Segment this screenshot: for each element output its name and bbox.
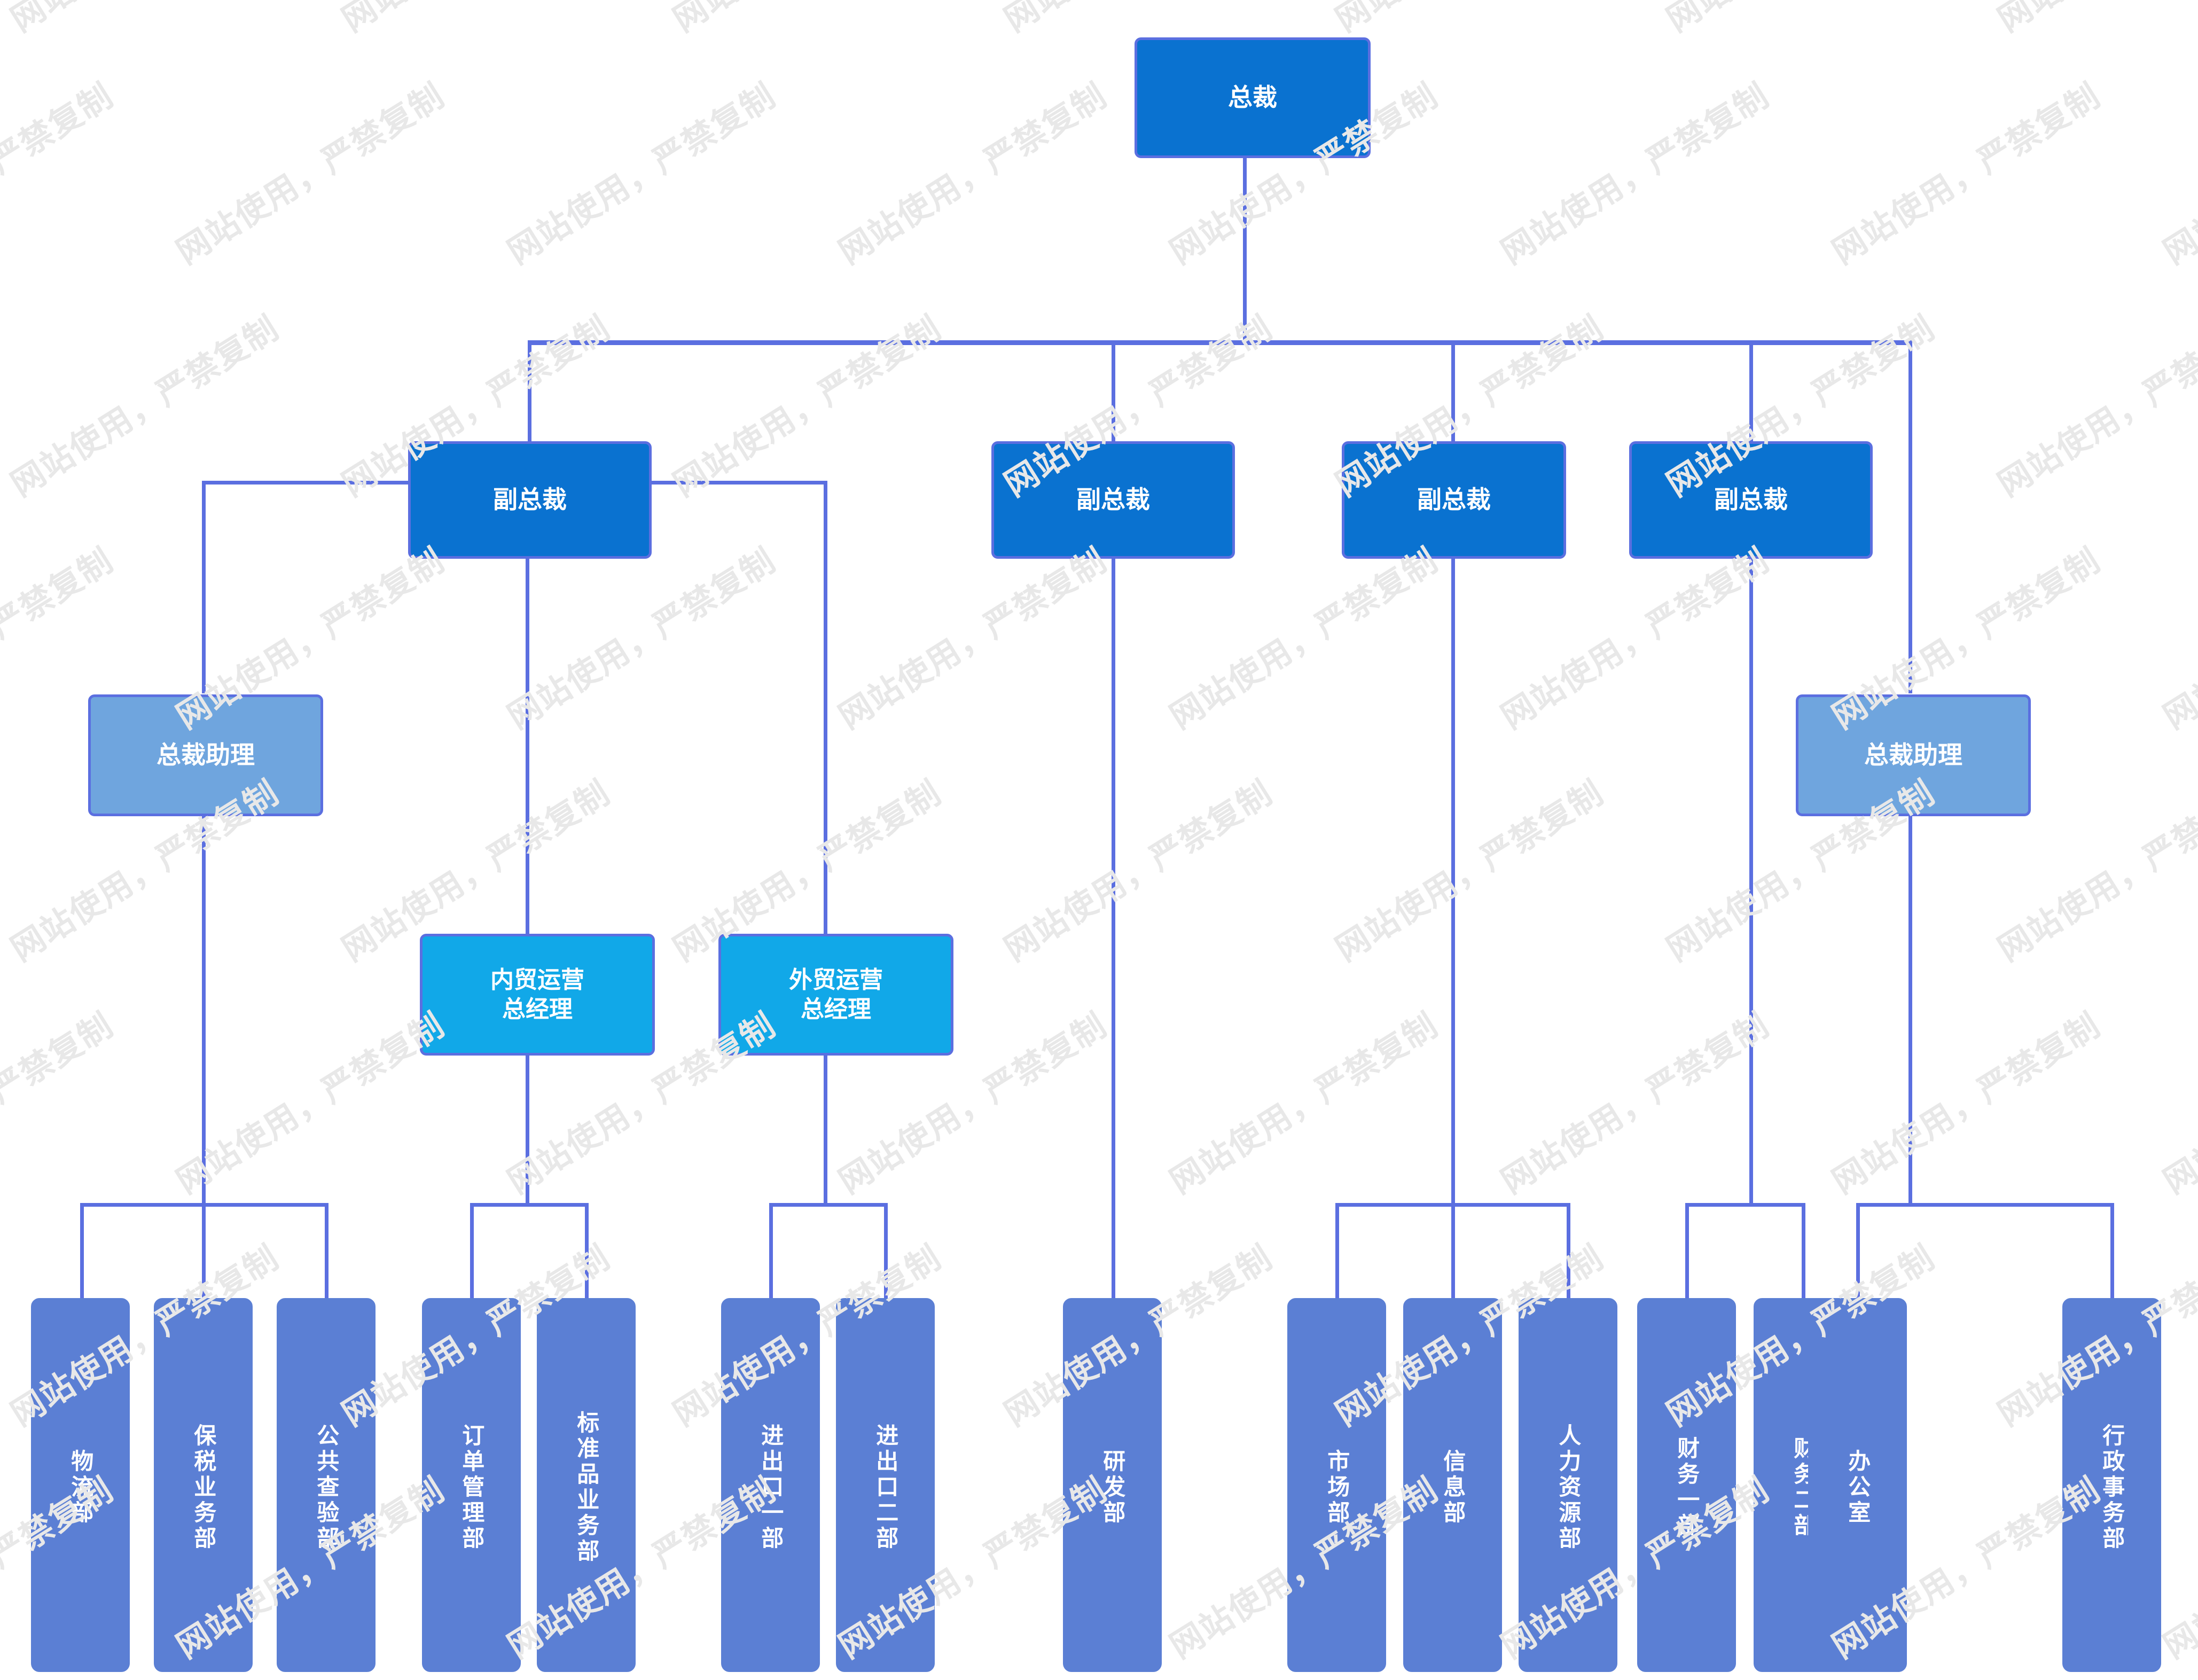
wire-group6-bar (1856, 1203, 2114, 1207)
node-vice-president-3-label: 副总裁 (1417, 486, 1491, 514)
wire-vp4-stem (1749, 559, 1753, 1205)
wire-gm2-stem (824, 1055, 827, 1205)
department-box-information[interactable]: 信息部 (1403, 1298, 1502, 1672)
department-label: 财务一部 (1674, 1436, 1700, 1539)
node-general-manager-domestic-line2: 总经理 (502, 996, 573, 1022)
wire-dept-drop-9 (1335, 1203, 1339, 1301)
wire-vp1-stem (526, 559, 529, 1205)
department-box-research-development[interactable]: 研发部 (1063, 1298, 1162, 1672)
wire-root-stem (1243, 158, 1247, 343)
node-president-assistant-right-label: 总裁助理 (1864, 741, 1962, 769)
department-label: 公共查验部 (314, 1424, 339, 1552)
wire-dept-drop-15 (2110, 1203, 2114, 1301)
department-label: 订单管理部 (459, 1424, 484, 1552)
node-vice-president-1-label: 副总裁 (493, 486, 567, 514)
node-vice-president-2-label: 副总裁 (1076, 486, 1150, 514)
wire-main-bus (528, 340, 1912, 345)
department-label: 保税业务部 (191, 1424, 216, 1552)
wire-group3-bar (769, 1203, 888, 1207)
wire-vp3-stem (1451, 559, 1455, 1205)
wire-dept-drop-1 (80, 1203, 84, 1301)
department-label: 市场部 (1324, 1449, 1350, 1526)
department-label: 办公室 (1845, 1449, 1871, 1526)
node-president-label: 总裁 (1228, 83, 1277, 112)
node-general-manager-domestic[interactable]: 内贸运营 总经理 (420, 934, 655, 1056)
wire-dept-drop-13 (1802, 1203, 1805, 1301)
node-president-assistant-left-label: 总裁助理 (157, 741, 255, 769)
wire-dept-drop-11 (1567, 1203, 1570, 1301)
node-vice-president-4-label: 副总裁 (1714, 486, 1788, 514)
node-vice-president-3[interactable]: 副总裁 (1342, 441, 1566, 559)
department-box-office[interactable]: 办公室 (1808, 1298, 1907, 1672)
node-president[interactable]: 总裁 (1135, 37, 1371, 158)
wire-group2-bar (470, 1203, 589, 1207)
department-label: 标准品业务部 (574, 1411, 599, 1565)
department-box-order-management[interactable]: 订单管理部 (422, 1298, 521, 1672)
wire-assistant-right-stem (1908, 816, 1912, 1205)
wire-bus-to-vp-3 (1451, 340, 1455, 441)
node-general-manager-foreign-line1: 外贸运营 (789, 967, 883, 993)
wire-assistant-left-stem (202, 816, 206, 1205)
node-general-manager-foreign-line2: 总经理 (801, 996, 871, 1022)
wire-vp1-right-drop (824, 481, 827, 936)
department-box-finance-1[interactable]: 财务一部 (1637, 1298, 1736, 1672)
wire-vp2-stem (1112, 559, 1115, 1301)
department-box-import-export-2[interactable]: 进出口二部 (836, 1298, 935, 1672)
wire-dept-drop-3 (325, 1203, 328, 1301)
department-label: 人力资源部 (1555, 1424, 1581, 1552)
node-vice-president-4[interactable]: 副总裁 (1629, 441, 1873, 559)
node-general-manager-foreign[interactable]: 外贸运营 总经理 (718, 934, 953, 1056)
wire-group5-bar (1685, 1203, 1805, 1207)
wire-dept-drop-12 (1685, 1203, 1689, 1301)
wire-dept-drop-4 (470, 1203, 474, 1301)
wire-dept-drop-5 (585, 1203, 589, 1301)
wire-bus-to-vp-2 (1112, 340, 1115, 441)
wire-bus-to-vp-4 (1749, 340, 1753, 441)
wire-dept-drop-10 (1451, 1203, 1455, 1301)
wire-dept-drop-6 (769, 1203, 773, 1301)
department-label: 信息部 (1440, 1449, 1466, 1526)
wire-bus-to-vp-1 (528, 340, 531, 441)
node-president-assistant-left[interactable]: 总裁助理 (88, 694, 323, 816)
department-box-human-resources[interactable]: 人力资源部 (1519, 1298, 1617, 1672)
wire-dept-drop-7 (884, 1203, 888, 1301)
department-box-bonded-business[interactable]: 保税业务部 (154, 1298, 253, 1672)
department-box-import-export-1[interactable]: 进出口一部 (721, 1298, 820, 1672)
department-label: 物流部 (68, 1449, 93, 1526)
department-label: 行政事务部 (2099, 1424, 2125, 1552)
wire-bus-to-assistant-right (1908, 340, 1912, 693)
node-general-manager-domestic-line1: 内贸运营 (490, 967, 584, 993)
department-box-marketing[interactable]: 市场部 (1287, 1298, 1386, 1672)
department-box-standard-product-business[interactable]: 标准品业务部 (537, 1298, 636, 1672)
wire-gm1-stem (526, 1055, 529, 1205)
department-label: 进出口一部 (758, 1424, 784, 1552)
wire-dept-drop-14 (1856, 1203, 1860, 1301)
department-box-administrative-affairs[interactable]: 行政事务部 (2062, 1298, 2161, 1672)
wire-dept-drop-2 (202, 1203, 206, 1301)
department-box-logistics[interactable]: 物流部 (31, 1298, 130, 1672)
node-vice-president-1[interactable]: 副总裁 (408, 441, 652, 559)
department-label: 进出口二部 (873, 1424, 898, 1552)
node-president-assistant-right[interactable]: 总裁助理 (1796, 694, 2031, 816)
wire-vp1-left-drop (202, 481, 206, 693)
department-box-public-inspection[interactable]: 公共查验部 (277, 1298, 376, 1672)
node-vice-president-2[interactable]: 副总裁 (991, 441, 1235, 559)
department-label: 研发部 (1100, 1449, 1125, 1526)
